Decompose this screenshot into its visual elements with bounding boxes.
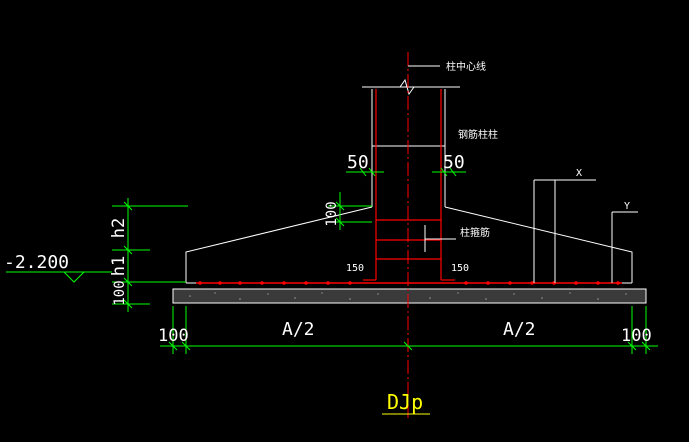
column-centerline-label: 柱中心线 — [446, 60, 486, 73]
y-label: Y — [624, 201, 630, 212]
left-half-label: A/2 — [282, 319, 315, 340]
h2-label: h2 — [109, 218, 129, 238]
slope-dimension-label: 100 — [324, 201, 340, 226]
width-dimension — [160, 306, 658, 354]
drawing-title: DJp — [387, 390, 423, 414]
right-half-label: A/2 — [503, 319, 536, 340]
column-outline — [362, 78, 460, 207]
x-y-markers — [533, 179, 638, 283]
cushion-hatch — [189, 292, 627, 300]
slope-dimension — [328, 192, 372, 230]
hook-length-right: 150 — [451, 263, 469, 274]
steel-column-label: 钢筋柱柱 — [458, 128, 498, 141]
rebar-cage — [196, 89, 622, 284]
elevation-label: -2.200 — [4, 252, 69, 273]
x-label: X — [576, 168, 582, 179]
cushion-thickness-label: 100 — [112, 280, 128, 305]
h1-label: h1 — [109, 256, 129, 276]
foundation-outline — [185, 206, 633, 284]
column-rebar-label: 柱箍筋 — [460, 226, 490, 239]
concrete-cushion — [172, 288, 647, 304]
left-edge-label: 100 — [158, 326, 189, 346]
offset-dimension — [346, 167, 466, 177]
right-edge-label: 100 — [621, 326, 652, 346]
hook-length-left: 150 — [346, 263, 364, 274]
elevation-marker — [6, 271, 112, 283]
offset-left-label: 50 — [347, 152, 369, 173]
height-dimension — [112, 198, 188, 312]
offset-right-label: 50 — [443, 152, 465, 173]
